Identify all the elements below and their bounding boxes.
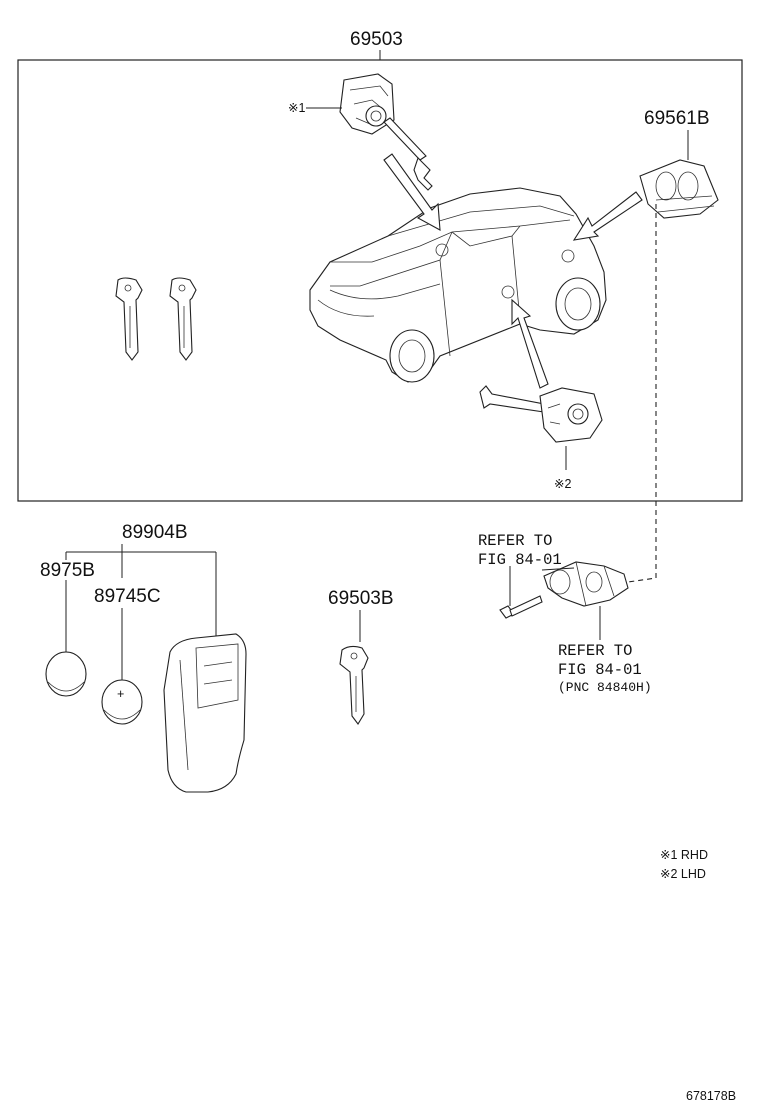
label-69561B: 69561B (644, 108, 710, 129)
battery-8975B (45, 651, 87, 697)
note-mark-2: ※2 (554, 477, 571, 491)
note-mark-1: ※1 (288, 101, 305, 115)
refer-bottom-line2: FIG 84-01 (558, 661, 642, 679)
legend-lhd: ※2 LHD (660, 867, 706, 881)
key-blank-right (169, 277, 197, 361)
ignition-cylinder-rhd (339, 73, 433, 191)
lock-assembly-lower (543, 561, 629, 607)
leader-refer-top-2 (541, 567, 575, 571)
vehicle-outline (309, 187, 607, 383)
refer-bottom-line1: REFER TO (558, 642, 632, 660)
dashed-link (627, 204, 657, 583)
label-89904B: 89904B (122, 522, 188, 543)
screw (499, 595, 543, 619)
diagram-code: 678178B (686, 1089, 736, 1103)
svg-text:+: + (117, 687, 124, 701)
arrow-to-ignition (383, 153, 441, 231)
legend-rhd: ※1 RHD (660, 848, 708, 862)
ignition-cylinder-lhd (479, 385, 603, 443)
arrow-to-lhd (511, 298, 549, 389)
label-89745C: 89745C (94, 586, 161, 607)
assembly-frame (17, 59, 743, 502)
door-lock-cylinder (639, 159, 719, 219)
refer-bottom-line3: (PNC 84840H) (558, 680, 652, 695)
refer-top-line1: REFER TO (478, 532, 552, 550)
key-blank-left (115, 277, 143, 361)
refer-top-line2: FIG 84-01 (478, 551, 562, 569)
label-69503B: 69503B (328, 588, 394, 609)
key-blank-69503B (339, 645, 369, 725)
arrow-to-door-lock (572, 191, 643, 241)
label-8975B: 8975B (40, 560, 95, 581)
label-69503: 69503 (350, 29, 403, 50)
smart-key-fob (163, 633, 247, 793)
battery-89745C: + (101, 679, 143, 725)
